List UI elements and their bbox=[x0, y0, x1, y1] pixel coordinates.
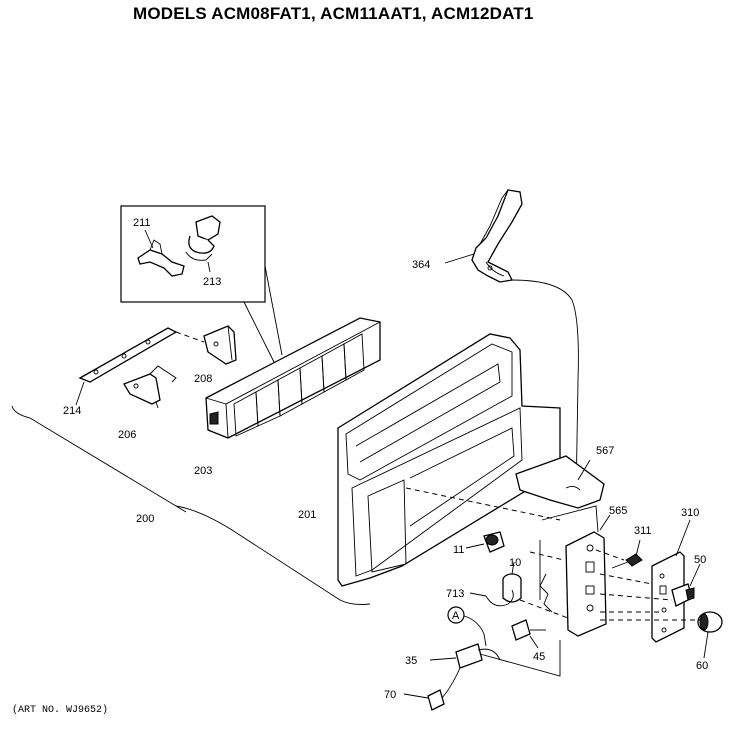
part-35-plug bbox=[429, 643, 501, 669]
part-565-bracket bbox=[541, 505, 611, 637]
label-45: 45 bbox=[533, 651, 545, 663]
callout-a bbox=[447, 606, 487, 647]
leader-dash-214 bbox=[175, 331, 205, 343]
part-310-panel bbox=[651, 519, 691, 643]
art-number: (ART NO. WJ9652) bbox=[12, 705, 109, 716]
part-203-louver bbox=[205, 317, 381, 439]
label-208: 208 bbox=[194, 373, 212, 385]
diagram-title: MODELS ACM08FAT1, ACM11AAT1, ACM12DAT1 bbox=[133, 4, 534, 23]
label-211: 211 bbox=[133, 217, 151, 229]
part-364-bracket bbox=[444, 189, 523, 283]
label-201: 201 bbox=[298, 509, 316, 521]
part-211-clip bbox=[137, 229, 185, 277]
label-310: 310 bbox=[681, 507, 699, 519]
part-50-switch bbox=[671, 563, 701, 607]
part-713-harness bbox=[469, 589, 514, 607]
part-70-cord bbox=[403, 667, 461, 711]
label-a: A bbox=[452, 610, 460, 622]
part-311-screw bbox=[611, 539, 643, 569]
label-311: 311 bbox=[634, 525, 652, 537]
label-200: 200 bbox=[136, 513, 154, 525]
label-50: 50 bbox=[694, 554, 706, 566]
label-203: 203 bbox=[194, 465, 212, 477]
part-60-knob bbox=[697, 611, 723, 659]
part-45-connector bbox=[511, 619, 546, 649]
part-206-bracket bbox=[123, 365, 177, 409]
part-208-bracket bbox=[203, 325, 237, 365]
label-565: 565 bbox=[609, 505, 627, 517]
label-11: 11 bbox=[453, 544, 464, 556]
label-10: 10 bbox=[509, 557, 521, 569]
label-567: 567 bbox=[596, 445, 614, 457]
assembly-brace-200 bbox=[11, 405, 371, 605]
label-214: 214 bbox=[63, 405, 81, 417]
label-70: 70 bbox=[384, 689, 396, 701]
label-206: 206 bbox=[118, 429, 136, 441]
label-364: 364 bbox=[412, 259, 430, 271]
control-cable bbox=[511, 279, 579, 501]
part-567-cover bbox=[515, 455, 605, 509]
part-214-rail bbox=[75, 327, 178, 406]
label-713: 713 bbox=[446, 588, 464, 600]
part-201-grille bbox=[337, 333, 561, 587]
label-213: 213 bbox=[203, 276, 221, 288]
part-213-clamp bbox=[185, 215, 221, 273]
part-11-sensor bbox=[465, 531, 505, 553]
inset-box bbox=[120, 205, 283, 363]
wiring-lines bbox=[405, 487, 700, 677]
label-60: 60 bbox=[696, 660, 708, 672]
label-35: 35 bbox=[405, 655, 417, 667]
